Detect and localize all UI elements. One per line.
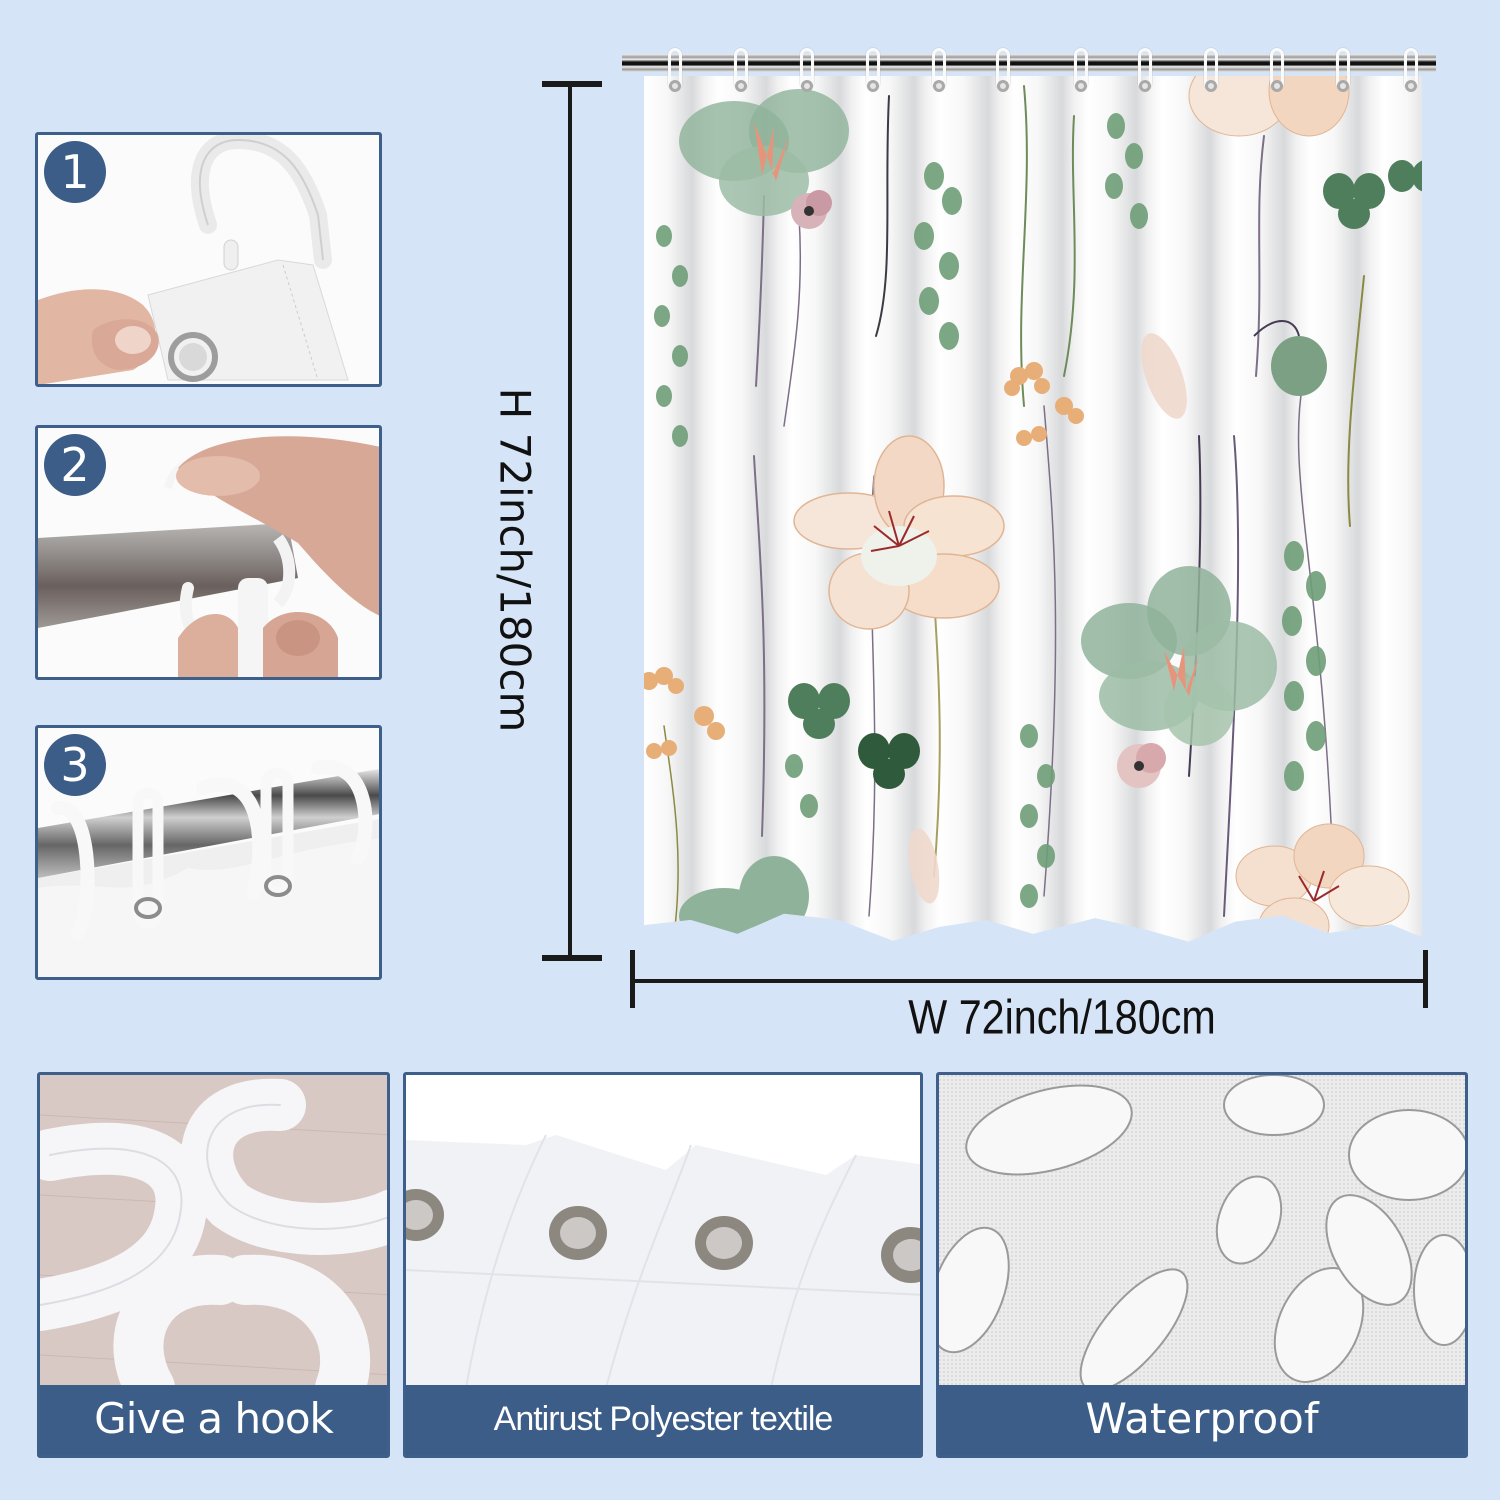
curtain-rod — [622, 54, 1436, 72]
grommet-icon — [1139, 80, 1151, 92]
grommet-icon — [801, 80, 813, 92]
step-3-badge: 3 — [44, 734, 106, 796]
step-1-badge: 1 — [44, 141, 106, 203]
grommet-icon — [1405, 80, 1417, 92]
feature-panel-waterproof: Waterproof — [936, 1072, 1468, 1458]
grommet-icon — [735, 80, 747, 92]
feature-panel-hooks: Give a hook — [37, 1072, 390, 1458]
grommet-icon — [933, 80, 945, 92]
grommet-icon — [669, 80, 681, 92]
grommet-fabric-photo — [406, 1075, 920, 1388]
grommet-icon — [1075, 80, 1087, 92]
grommet-icon — [1271, 80, 1283, 92]
width-dimension-right-cap — [1423, 950, 1428, 1008]
grommet-icon — [1337, 80, 1349, 92]
step-2-panel: 2 — [35, 425, 382, 680]
metal-grommets-icon — [406, 1075, 920, 1388]
water-droplets-icon — [939, 1075, 1465, 1388]
step-1-panel: 1 — [35, 132, 382, 387]
height-dimension-line — [568, 81, 572, 961]
c-hooks-photo — [40, 1075, 387, 1388]
botanical-pattern-icon — [644, 76, 1422, 942]
hook-on-rod-photo-icon — [38, 428, 379, 677]
feature-caption-polyester: Antirust Polyester textile — [406, 1385, 920, 1455]
feature-caption-waterproof: Waterproof — [939, 1385, 1465, 1455]
height-dimension-bottom-cap — [542, 955, 602, 961]
width-label: W 72inch/180cm — [908, 991, 1216, 1045]
grommet-icon — [997, 80, 1009, 92]
hook-grommet-photo-icon — [38, 135, 379, 384]
height-label: H 72inch/180cm — [490, 387, 540, 733]
step-2-badge: 2 — [44, 434, 106, 496]
height-dimension-top-cap — [542, 81, 602, 87]
c-hooks-icon — [40, 1075, 387, 1388]
water-beads-photo — [939, 1075, 1465, 1388]
feature-panel-polyester: Antirust Polyester textile — [403, 1072, 923, 1458]
width-dimension-line — [632, 979, 1428, 983]
floral-shower-curtain — [644, 76, 1422, 942]
feature-caption-hook: Give a hook — [40, 1385, 387, 1455]
grommet-icon — [1205, 80, 1217, 92]
grommet-icon — [867, 80, 879, 92]
step-3-panel: 3 — [35, 725, 382, 980]
